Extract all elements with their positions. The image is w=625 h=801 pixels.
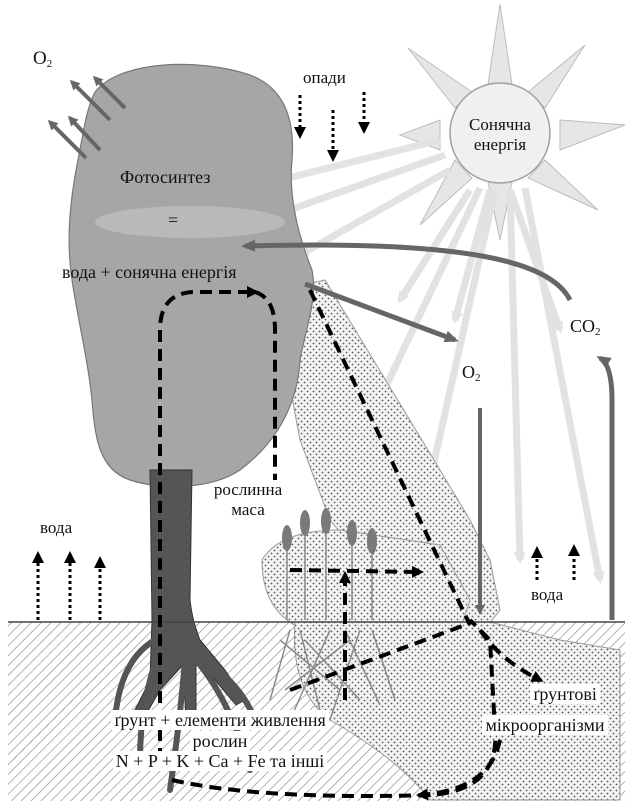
- soil-microorganisms-label: ґрунтові мікроорганізми: [466, 684, 624, 735]
- water-left-label: вода: [40, 518, 72, 538]
- plant-mass-label: рослинна маса: [205, 480, 291, 519]
- water-right-label: вода: [531, 585, 563, 605]
- co2-soil-release-arrow: [600, 358, 612, 620]
- sun-label: Сонячна енергія: [452, 115, 548, 154]
- plant-mass-pile: [262, 530, 470, 630]
- o2-right-label: O2: [462, 362, 481, 385]
- photosynthesis-label: Фотосинтез: [120, 167, 211, 188]
- crown-highlight: [95, 206, 285, 238]
- photosynthesis-formula: вода + сонячна енергія: [62, 262, 237, 283]
- precipitation-arrows: [300, 92, 364, 158]
- o2-top-label: O2: [33, 48, 52, 71]
- equals-sign: =: [168, 210, 178, 231]
- precipitation-label: опади: [303, 68, 346, 88]
- water-evaporation-arrows-right: [537, 548, 574, 580]
- soil-nutrients-label: ґрунт + елементи живлення рослин N + P +…: [60, 710, 380, 772]
- water-evaporation-arrows-left: [38, 555, 100, 620]
- co2-label: CO2: [570, 316, 601, 339]
